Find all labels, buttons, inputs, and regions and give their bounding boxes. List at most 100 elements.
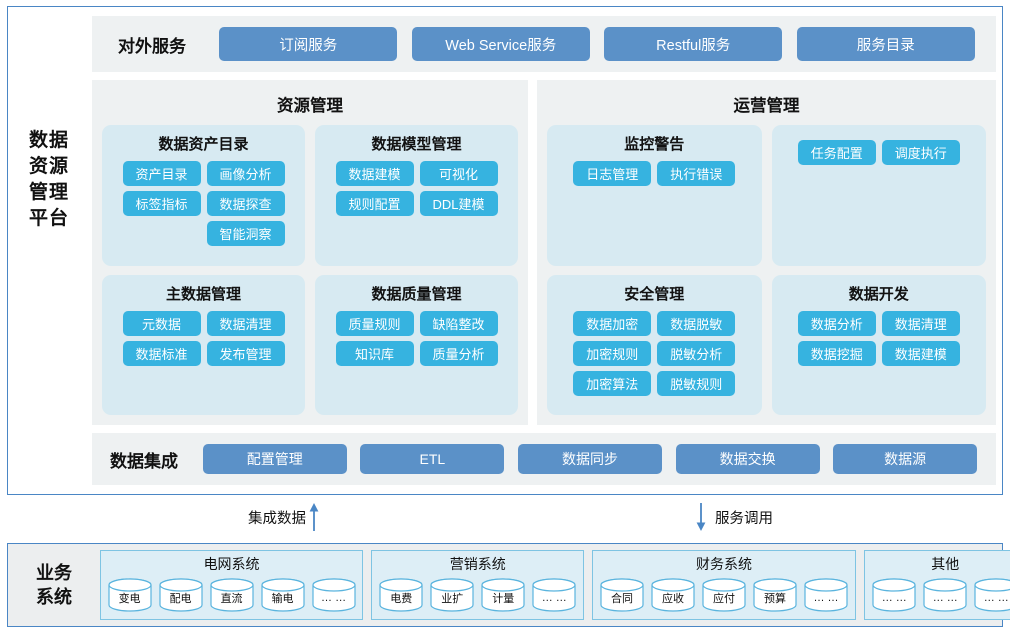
tag-data-standard[interactable]: 数据标准: [122, 340, 201, 366]
card-data-model-management[interactable]: 数据模型管理 数据建模 可视化 规则配置 DDL建模: [315, 125, 518, 266]
database-cylinder-icon[interactable]: … …: [922, 577, 968, 613]
tag-release-management[interactable]: 发布管理: [206, 340, 285, 366]
tag-rule-config[interactable]: 规则配置: [335, 191, 414, 216]
tag-defect-rectification[interactable]: 缺陷整改: [419, 310, 498, 336]
card-data-asset-catalog[interactable]: 数据资产目录 资产目录 画像分析 标签指标 数据探查 智能洞察: [102, 125, 305, 266]
tag-encryption-rules[interactable]: 加密规则: [573, 340, 652, 366]
connector-label-integrate-data: 集成数据: [248, 510, 306, 527]
cylinder-label: 合同: [610, 593, 633, 605]
database-cylinder-icon[interactable]: 输电: [260, 577, 306, 613]
tag-intelligent-insight[interactable]: 智能洞察: [206, 221, 285, 246]
integration-button-etl[interactable]: ETL: [360, 444, 505, 474]
card-monitoring-alerts[interactable]: 监控警告 日志管理 执行错误: [547, 125, 762, 266]
business-group-title: 电网系统: [203, 556, 260, 572]
tag-execution-error[interactable]: 执行错误: [657, 161, 736, 186]
card-data-quality-management[interactable]: 数据质量管理 质量规则 缺陷整改 知识库 质量分析: [315, 274, 518, 415]
panel-resource-management-grid: 数据资产目录 资产目录 画像分析 标签指标 数据探查 智能洞察 数据模型管理: [102, 125, 518, 415]
tag-ddl-modeling[interactable]: DDL建模: [419, 191, 498, 216]
cylinder-label: 直流: [220, 593, 243, 605]
tag-data-cleansing-dev[interactable]: 数据清理: [881, 310, 960, 336]
service-button-webservice[interactable]: Web Service服务: [411, 27, 590, 61]
business-systems-title-line-1: 业务: [36, 563, 72, 583]
connector-integrate-data: 集成数据: [248, 503, 322, 531]
cylinder-label: 业扩: [441, 593, 464, 605]
card-title: 数据质量管理: [371, 285, 462, 303]
tag-log-management[interactable]: 日志管理: [573, 161, 652, 186]
card-data-development[interactable]: 数据开发 数据分析 数据清理 数据挖掘 数据建模: [771, 274, 986, 415]
panel-row: 监控警告 日志管理 执行错误 任务配置 调度执行: [547, 125, 986, 266]
card-security-management[interactable]: 安全管理 数据加密 数据脱敏 加密规则 脱敏分析 加密算法 脱敏规则: [547, 274, 762, 415]
tag-grid: 日志管理 执行错误: [556, 161, 753, 186]
tag-asset-catalog[interactable]: 资产目录: [122, 161, 201, 186]
tag-metadata[interactable]: 元数据: [122, 310, 201, 336]
business-group-power-grid[interactable]: 电网系统 变电 配电 直流: [100, 550, 364, 620]
tag-masking-analysis[interactable]: 脱敏分析: [657, 340, 736, 366]
cylinder-label: … …: [881, 592, 907, 604]
cylinder-label: 电费: [390, 593, 413, 605]
database-cylinder-icon[interactable]: … …: [803, 577, 849, 613]
database-cylinder-icon[interactable]: 合同: [599, 577, 645, 613]
business-group-other[interactable]: 其他 … … … … … …: [863, 550, 1010, 620]
database-cylinder-icon[interactable]: … …: [973, 577, 1010, 613]
database-cylinder-icon[interactable]: 计量: [480, 577, 526, 613]
card-task-scheduling[interactable]: 任务配置 调度执行: [771, 125, 986, 266]
database-cylinder-icon[interactable]: … …: [871, 577, 917, 613]
tag-quality-rules[interactable]: 质量规则: [335, 310, 414, 336]
database-cylinder-icon[interactable]: 业扩: [429, 577, 475, 613]
business-group-finance[interactable]: 财务系统 合同 应收 应付: [592, 550, 856, 620]
database-cylinder-icon[interactable]: 预算: [752, 577, 798, 613]
tag-masking-rules[interactable]: 脱敏规则: [657, 370, 736, 396]
tag-knowledge-base[interactable]: 知识库: [335, 340, 414, 366]
tag-data-encryption[interactable]: 数据加密: [573, 310, 652, 336]
data-integration-title: 数据集成: [110, 451, 178, 471]
tag-visualization[interactable]: 可视化: [419, 161, 498, 186]
cylinder-label: 应收: [661, 593, 684, 605]
cylinder-row: 电费 业扩 计量 … …: [378, 576, 577, 614]
database-cylinder-icon[interactable]: 应付: [701, 577, 747, 613]
tag-encryption-algorithm[interactable]: 加密算法: [573, 370, 652, 396]
management-panels: 资源管理 数据资产目录 资产目录 画像分析 标签指标 数据探查 智能洞察: [92, 80, 996, 425]
tag-quality-analysis[interactable]: 质量分析: [419, 340, 498, 366]
cylinder-row: 变电 配电 直流 输电: [107, 576, 356, 614]
panel-resource-management-title: 资源管理: [277, 97, 343, 115]
business-group-marketing[interactable]: 营销系统 电费 业扩 计量: [371, 550, 585, 620]
integration-button-data-sync[interactable]: 数据同步: [517, 444, 662, 474]
tag-label-metrics[interactable]: 标签指标: [122, 191, 201, 216]
tag-data-analysis[interactable]: 数据分析: [797, 310, 876, 336]
business-systems-groups: 电网系统 变电 配电 直流: [100, 550, 1010, 620]
tag-data-modeling-dev[interactable]: 数据建模: [881, 340, 960, 366]
database-cylinder-icon[interactable]: 电费: [378, 577, 424, 613]
panel-resource-management: 资源管理 数据资产目录 资产目录 画像分析 标签指标 数据探查 智能洞察: [92, 80, 528, 425]
database-cylinder-icon[interactable]: 配电: [158, 577, 204, 613]
tag-grid: 资产目录 画像分析 标签指标 数据探查 智能洞察: [111, 161, 296, 246]
database-cylinder-icon[interactable]: … …: [531, 577, 577, 613]
card-master-data-management[interactable]: 主数据管理 元数据 数据清理 数据标准 发布管理: [102, 274, 305, 415]
tag-data-exploration[interactable]: 数据探查: [206, 191, 285, 216]
integration-button-config-management[interactable]: 配置管理: [202, 444, 347, 474]
cylinder-row: … … … … … …: [871, 576, 1010, 614]
tag-portrait-analysis[interactable]: 画像分析: [206, 161, 285, 186]
tag-grid: 元数据 数据清理 数据标准 发布管理: [111, 310, 296, 366]
tag-schedule-execution[interactable]: 调度执行: [881, 140, 960, 165]
tag-data-modeling[interactable]: 数据建模: [335, 161, 414, 186]
business-group-title: 营销系统: [449, 556, 506, 572]
service-button-subscription[interactable]: 订阅服务: [219, 27, 398, 61]
database-cylinder-icon[interactable]: … …: [311, 577, 357, 613]
database-cylinder-icon[interactable]: 变电: [107, 577, 153, 613]
data-integration-list: 配置管理 ETL 数据同步 数据交换 数据源: [196, 444, 996, 474]
database-cylinder-icon[interactable]: 应收: [650, 577, 696, 613]
service-button-catalog[interactable]: 服务目录: [796, 27, 975, 61]
tag-data-mining[interactable]: 数据挖掘: [797, 340, 876, 366]
database-cylinder-icon[interactable]: 直流: [209, 577, 255, 613]
panel-row: 安全管理 数据加密 数据脱敏 加密规则 脱敏分析 加密算法 脱敏规则 数据开发: [547, 274, 986, 415]
integration-button-data-source[interactable]: 数据源: [833, 444, 978, 474]
connector-label-service-call: 服务调用: [715, 510, 773, 527]
arrow-down-icon: [696, 503, 706, 531]
tag-data-masking[interactable]: 数据脱敏: [657, 310, 736, 336]
platform-title: 数据 资源 管理 平台: [14, 128, 84, 232]
service-button-restful[interactable]: Restful服务: [604, 27, 783, 61]
cylinder-label: 输电: [271, 593, 294, 605]
tag-data-cleansing[interactable]: 数据清理: [206, 310, 285, 336]
integration-button-data-exchange[interactable]: 数据交换: [675, 444, 820, 474]
tag-task-config[interactable]: 任务配置: [797, 140, 876, 165]
